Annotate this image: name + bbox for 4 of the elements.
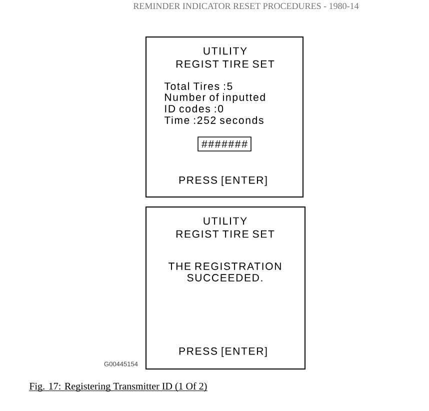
figure-caption: Fig. 17: Registering Transmitter ID (1 Of 2)	[28, 382, 208, 392]
screen-panel: UTILITY REGIST TIRE SET THE REGISTRATION SUCCEEDED. PRESS [ENTER]	[146, 206, 306, 370]
code-field: #######	[198, 136, 252, 152]
page-header: REMINDER INDICATOR RESET PROCEDURES - 1980-14	[133, 2, 359, 10]
